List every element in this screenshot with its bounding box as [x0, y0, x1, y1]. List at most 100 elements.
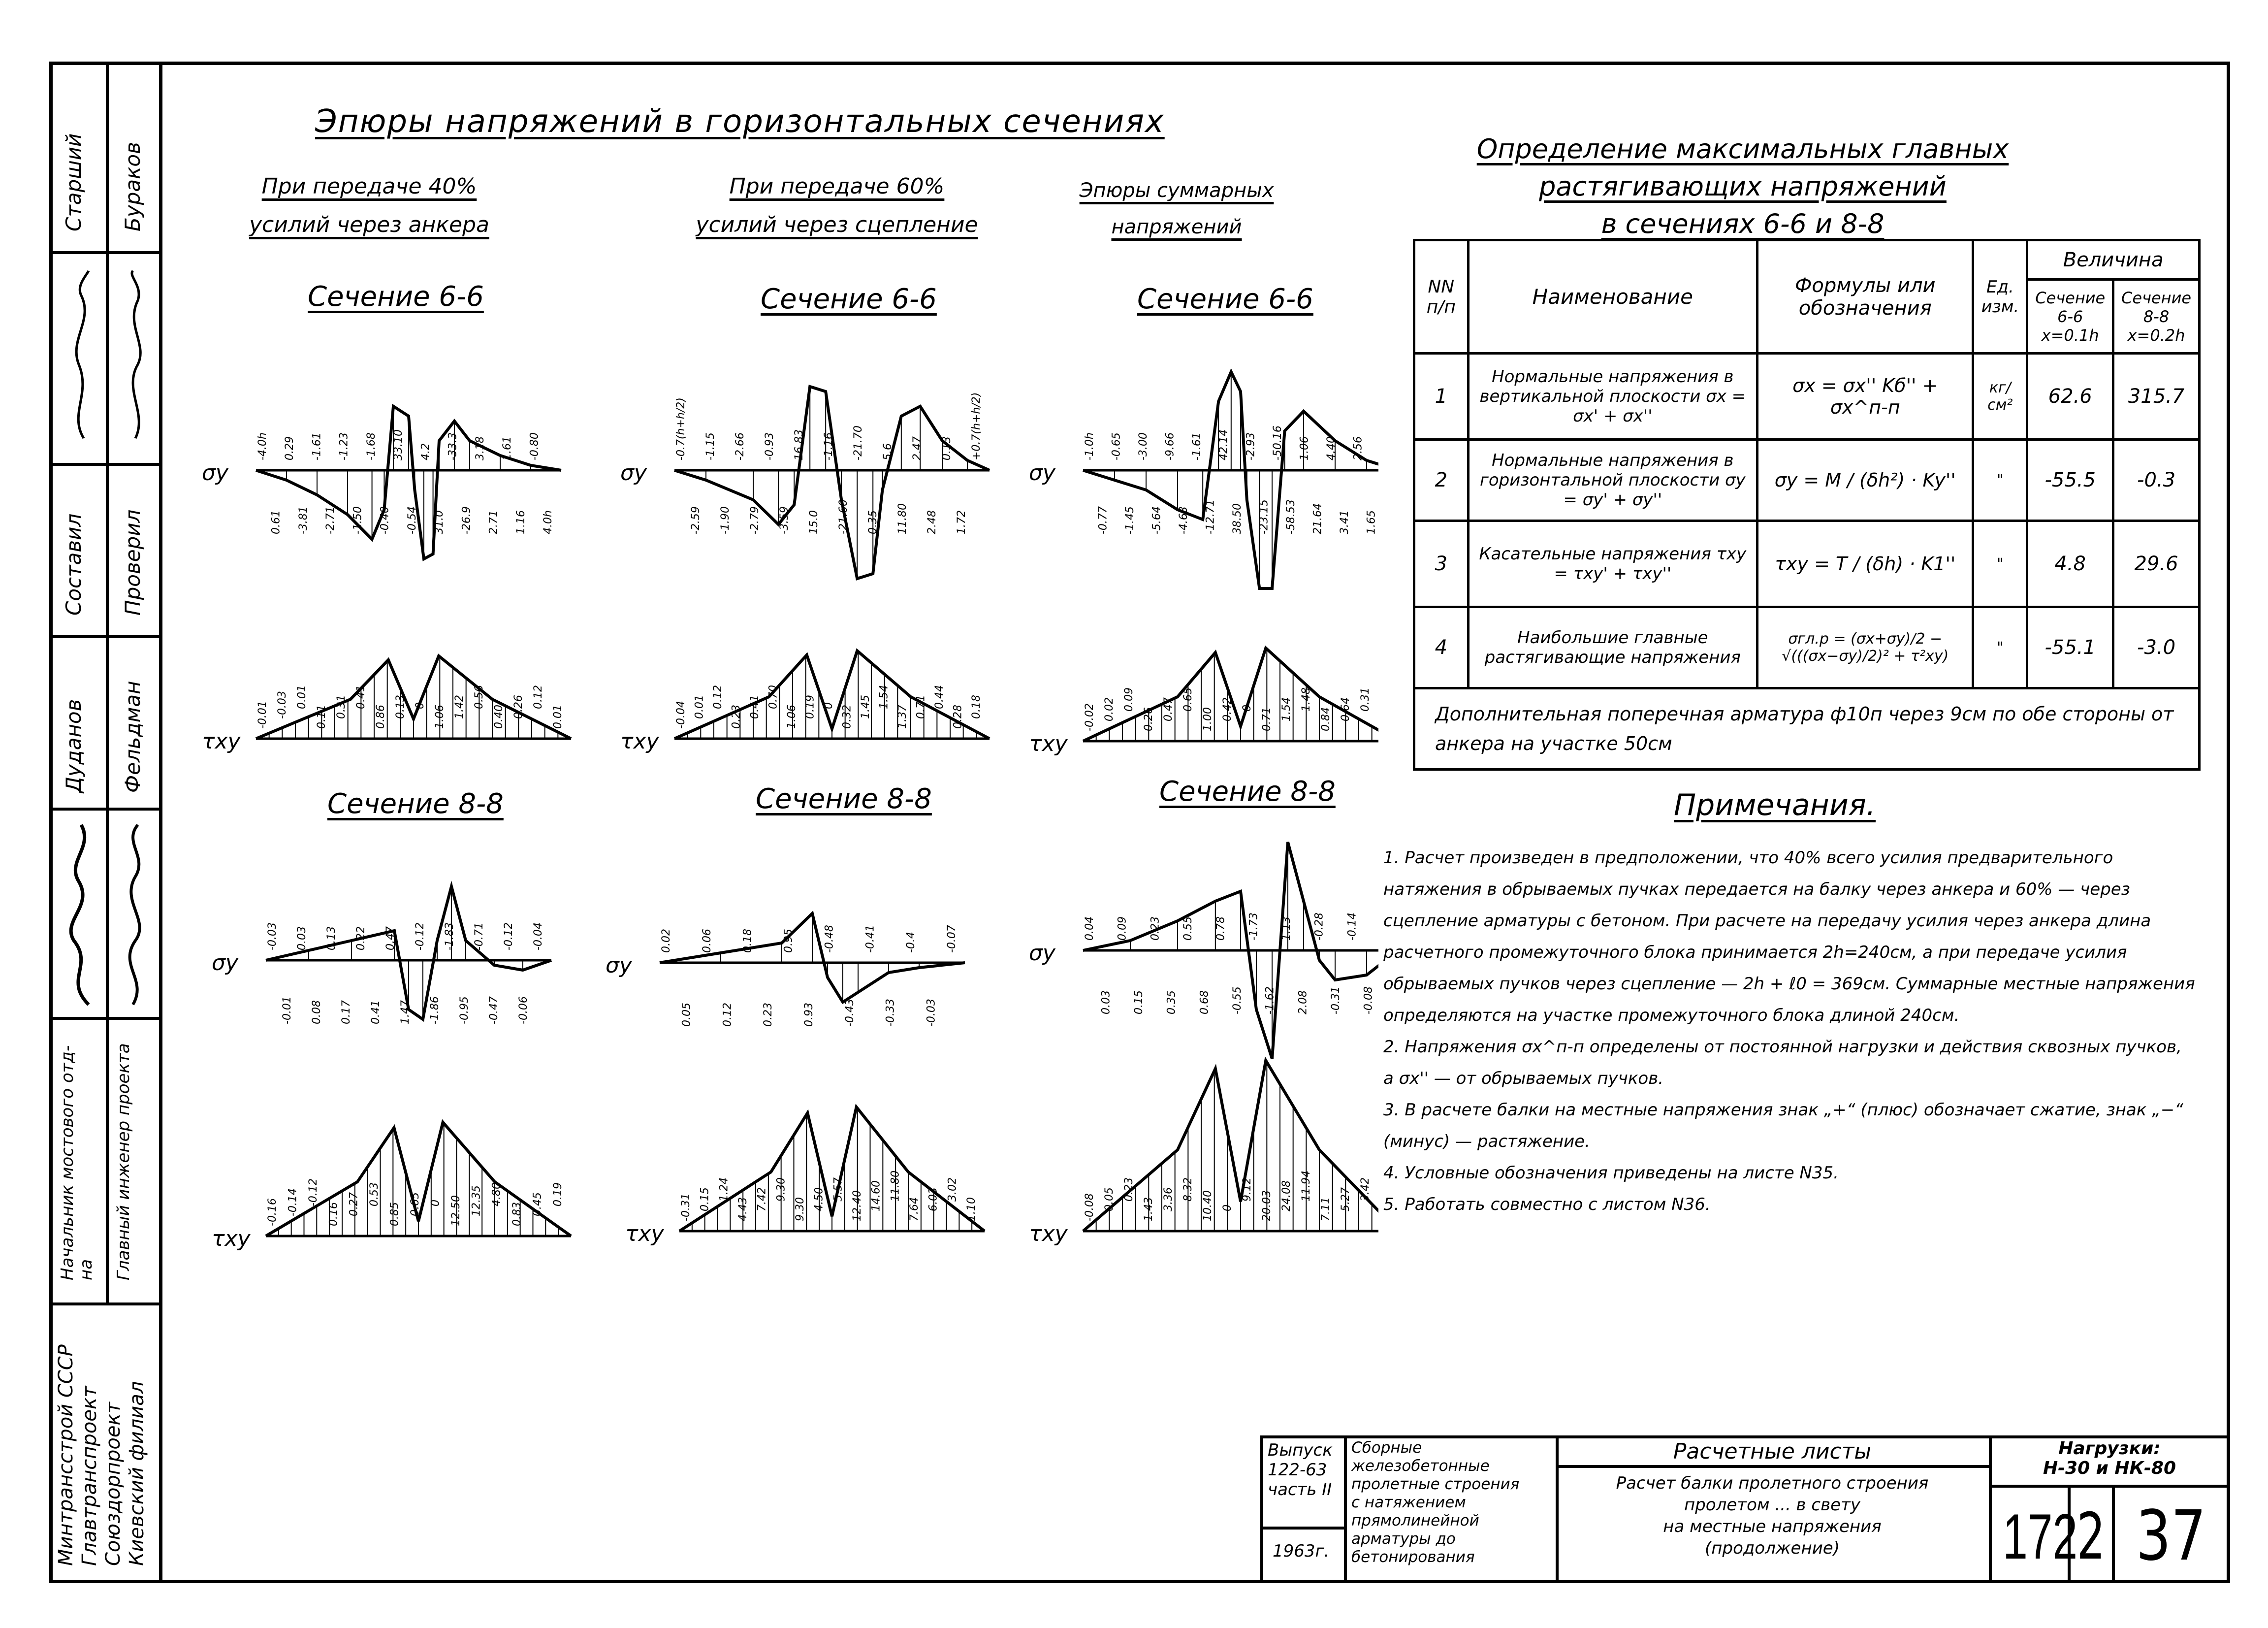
- diagram-s88-c3-tau-label: 0.05: [1103, 1187, 1116, 1211]
- cell-value-88: 29.6: [2112, 520, 2201, 608]
- diagram-s66-c1-tau-label: 1.42: [453, 695, 466, 719]
- cell-formula: σгл.р = (σx+σy)/2 − √(((σx−σy)/2)² + τ²x…: [1756, 606, 1975, 689]
- diagram-s88-c3-sigma-label: 0.35: [1166, 990, 1178, 1014]
- diagram-s88-c3-tau-label: 5.27: [1340, 1187, 1352, 1211]
- stamp-desc-line: Сборные железобетонные: [1351, 1439, 1490, 1475]
- signature-1: [64, 266, 98, 448]
- diagram-s66-c3-sigma-label: -4.63: [1178, 506, 1190, 534]
- diagram-s88-c3-sigma-label: 0.09: [1117, 916, 1129, 941]
- diagram-s66-c1-sigma-label: 0.29: [284, 436, 296, 460]
- note-item: 5. Работать совместно с листом N36.: [1383, 1195, 1711, 1214]
- diagram-s66-c1-tau-label: 0.41: [355, 685, 367, 709]
- diagram-s88-c3-tau-label: 11.94: [1300, 1171, 1312, 1202]
- diagram-s88-c3-tau-label: 3.36: [1162, 1187, 1175, 1211]
- stamp-loads: Нагрузки: Н-30 и НК-80: [1989, 1439, 2230, 1478]
- diagram-s66-c3-sigma-label: -3.00: [1137, 432, 1150, 460]
- diagram-s88-c1-tau-label: 0.45: [532, 1192, 544, 1216]
- diagram-s66-c3-sigma-label: 38.50: [1231, 503, 1244, 534]
- diagram-s66-c2-tau-symbol: τxy: [620, 729, 660, 754]
- diagram-s88-c2-tau-label: 3.02: [946, 1177, 958, 1202]
- table-title-line: Определение максимальных главных: [1476, 133, 2009, 164]
- column-head-line: При передаче 60%: [729, 174, 945, 199]
- diagram-s88-c1-sigma-label: 0.22: [355, 926, 367, 950]
- diagram-s66-c2-sigma-curve: [674, 385, 990, 581]
- diagram-s66-c2-sigma-label: -0.93: [764, 432, 776, 460]
- diagram-s66-c1-tau-label: 0.11: [316, 705, 328, 729]
- diagram-s66-c3-sigma-label: -50.16: [1272, 425, 1284, 460]
- diagram-s88-c3-sigma-label: -0.14: [1346, 912, 1358, 941]
- diagram-s88-c1-sigma-label: -0.12: [414, 922, 426, 950]
- diagram-s88-c1-sigma-label: -0.06: [517, 996, 530, 1024]
- diagram-s88-c2-tau-label: 14.60: [870, 1180, 883, 1211]
- diagram-s88-c1-sigma-label: -0.01: [281, 996, 293, 1024]
- strip-line: [49, 1302, 162, 1305]
- note-item: 2. Напряжения σx^п-п определены от посто…: [1383, 1037, 2182, 1088]
- stamp-desc-line: бетонирования: [1351, 1548, 1475, 1566]
- stamp-part-number: 2: [2076, 1499, 2106, 1574]
- diagram-s88-c1-tau-label: -0.16: [266, 1198, 279, 1226]
- diagram-s66-c1-sigma-label: -3.81: [297, 506, 310, 534]
- diagram-s66-c1-tau-label: 0.31: [335, 695, 348, 719]
- diagram-s88-c2-sigma-label: -0.48: [823, 925, 835, 953]
- diagram-s88-c1-tau-label: -0.14: [287, 1188, 299, 1216]
- cell-num: 4: [1413, 606, 1469, 689]
- diagram-s66-c1-tau-label: 0.40: [493, 705, 505, 729]
- diagram-s88-c2-sigma-label: -0.03: [926, 999, 938, 1027]
- th-value: Величина: [2026, 239, 2201, 281]
- diagram-s66-c1-tau-label: 1.06: [434, 705, 446, 729]
- diagram-s88-c1-sigma-label: 0.08: [311, 1000, 323, 1024]
- diagram-s66-c3-tau-label: 0.84: [1320, 707, 1332, 731]
- strip-line: [49, 1017, 162, 1020]
- diagram-s66-c2-sigma-label: 5.6: [882, 443, 894, 460]
- cell-value-88: 315.7: [2112, 352, 2201, 441]
- stamp-album-number: 172: [2003, 1500, 2078, 1572]
- diagram-s66-c1-sigma-label: -0.80: [528, 432, 541, 460]
- diagram-s66-c3-sigma-label: -9.66: [1164, 432, 1177, 460]
- diagram-s88-c1-sigma-label: 0.13: [325, 926, 338, 950]
- diagram-s88-c1-tau-label: 0.27: [348, 1192, 360, 1216]
- diagram-s66-c1-sigma-label: -33.3: [447, 432, 459, 460]
- stamp-sheet-line: Расчет балки пролетного строения: [1616, 1473, 1929, 1493]
- diagram-s88-c1-tau-label: 0.85: [389, 1202, 401, 1226]
- table-title: Определение максимальных главных растяги…: [1418, 130, 2068, 243]
- table-title-line: растягивающих напряжений: [1539, 171, 1947, 202]
- strip-line: [49, 635, 162, 638]
- stamp-desc-line: арматуры до: [1351, 1530, 1456, 1548]
- diagram-s88-c1-sigma-label: 0.03: [296, 926, 308, 950]
- diagram-s88-c3-sigma-label: 1.13: [1280, 916, 1293, 941]
- stamp-issue-line: часть II: [1268, 1480, 1332, 1499]
- diagram-s66-c3-sigma-label: -1.0h: [1084, 432, 1096, 460]
- diagram-s66-c1-tau-label: 0.26: [512, 695, 525, 719]
- drawing-frame: [49, 62, 2230, 1583]
- diagram-s66-c1-sigma-label: 3.18: [474, 436, 486, 460]
- diagram-s66-c1-tau-label: 0.01: [296, 685, 308, 709]
- cell-value-66: 4.8: [2026, 520, 2115, 608]
- th-section-88: Сечение 8-8 x=0.2h: [2112, 278, 2201, 355]
- diagram-s66-c3-sigma-label: 1.06: [1298, 436, 1310, 460]
- diagram-s66-c1-tau-label: 0.13: [394, 695, 407, 719]
- diagram-s88-c2-tau-label: 7.64: [908, 1197, 921, 1221]
- diagram-s88-c3-sigma-label: 0.23: [1149, 916, 1161, 941]
- diagram-s88-c3-sigma-label: 0.15: [1133, 990, 1145, 1014]
- column-head-2: При передаче 60% усилий через сцепление: [684, 167, 990, 244]
- diagram-s66-c1-sigma-label: 1.16: [515, 510, 527, 534]
- column-head-line: усилий через анкера: [249, 212, 489, 237]
- diagram-s66-c2-sigma-label: 16.83: [793, 429, 805, 460]
- left-strip-divider: [106, 62, 109, 1302]
- diagram-s66-c2-sigma-label: 2.47: [911, 436, 924, 460]
- cell-value-66: -55.5: [2026, 438, 2115, 522]
- diagram-s66-c2-sigma-symbol: σy: [620, 460, 647, 486]
- diagram-s88-c1-tau-label: 0.53: [368, 1182, 381, 1206]
- stamp-issue-line: 122-63: [1268, 1460, 1327, 1480]
- diagram-s88-c2-sigma-label: 0.05: [680, 1003, 693, 1027]
- diagram-s88-c1-sigma-label: -0.71: [473, 922, 485, 950]
- diagram-s88-c3-tau-label: 8.32: [1182, 1177, 1194, 1202]
- stamp-desc-line: прямолинейной: [1351, 1512, 1479, 1530]
- diagram-s66-c1-tau-symbol: τxy: [202, 729, 241, 754]
- diagram-s66-c3-tau-label: 0.42: [1221, 697, 1234, 721]
- diagram-s66-c1-sigma-label: 4.0h: [542, 510, 554, 534]
- cell-num: 3: [1413, 520, 1469, 608]
- cell-unit: ": [1972, 438, 2029, 522]
- diagram-s66-c1-sigma-label: -1.68: [365, 432, 378, 460]
- note-item: 1. Расчет произведен в предположении, чт…: [1383, 848, 2195, 1025]
